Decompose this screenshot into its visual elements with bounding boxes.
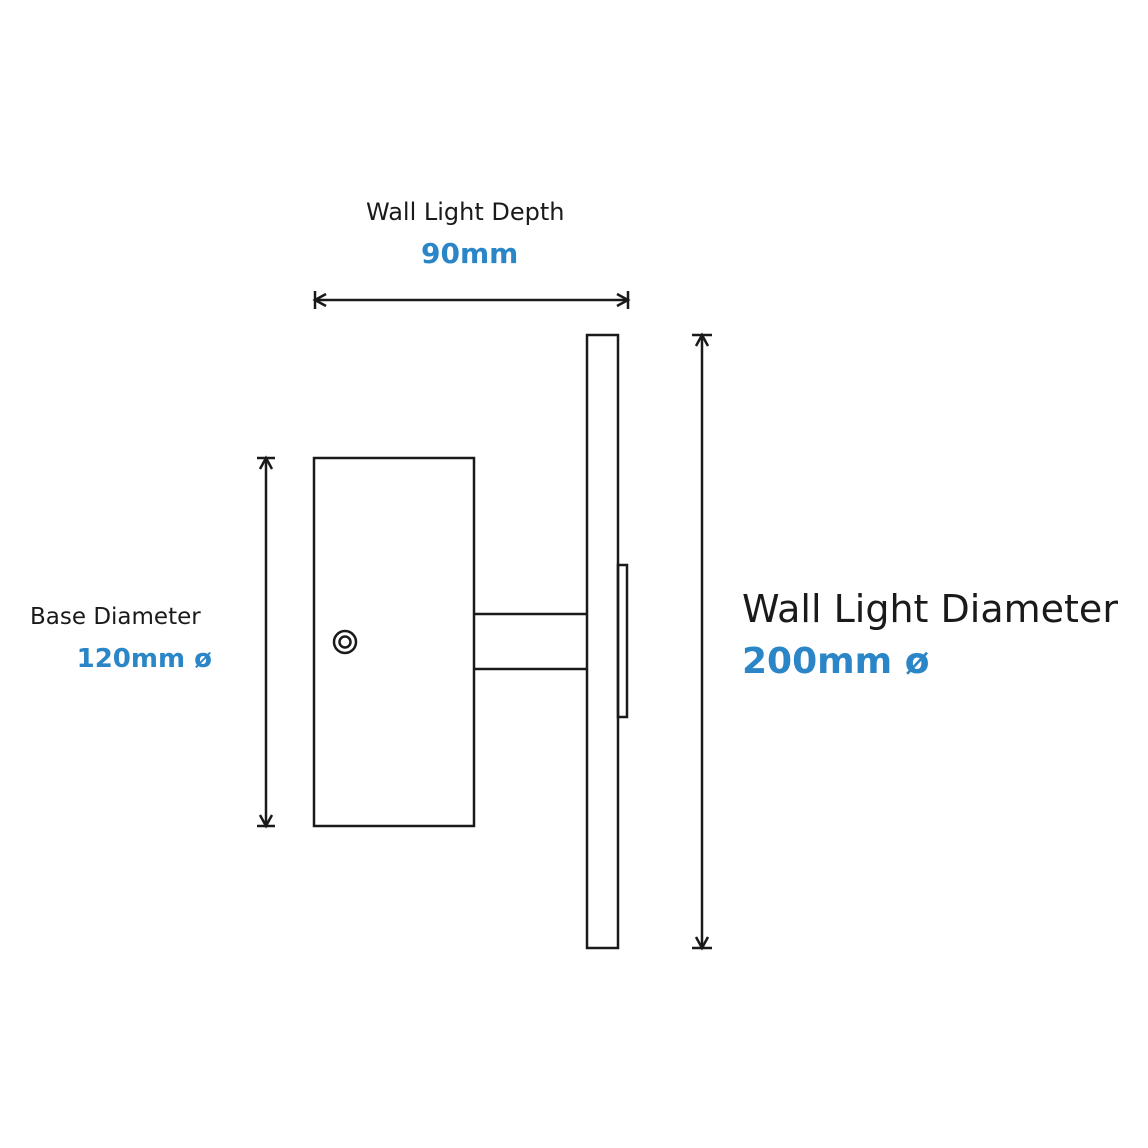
depth-value: 90mm [421,237,519,270]
base-diameter-label: Base Diameter [30,604,201,630]
base-diameter-value: 120mm ø [76,644,212,674]
base-diameter-arrow [257,455,275,829]
depth-label: Wall Light Depth [366,198,565,226]
wall-light-diameter-label: Wall Light Diameter [742,587,1118,631]
mounting-block [616,563,629,719]
lamp-base-body [312,456,476,828]
depth-dimension-arrow [312,291,631,309]
switch-knob-icon [332,629,358,655]
connecting-arm [474,612,587,671]
wall-plate [585,333,620,950]
wall-light-diameter-arrow [692,332,712,951]
wall-light-diameter-value: 200mm ø [742,641,930,682]
